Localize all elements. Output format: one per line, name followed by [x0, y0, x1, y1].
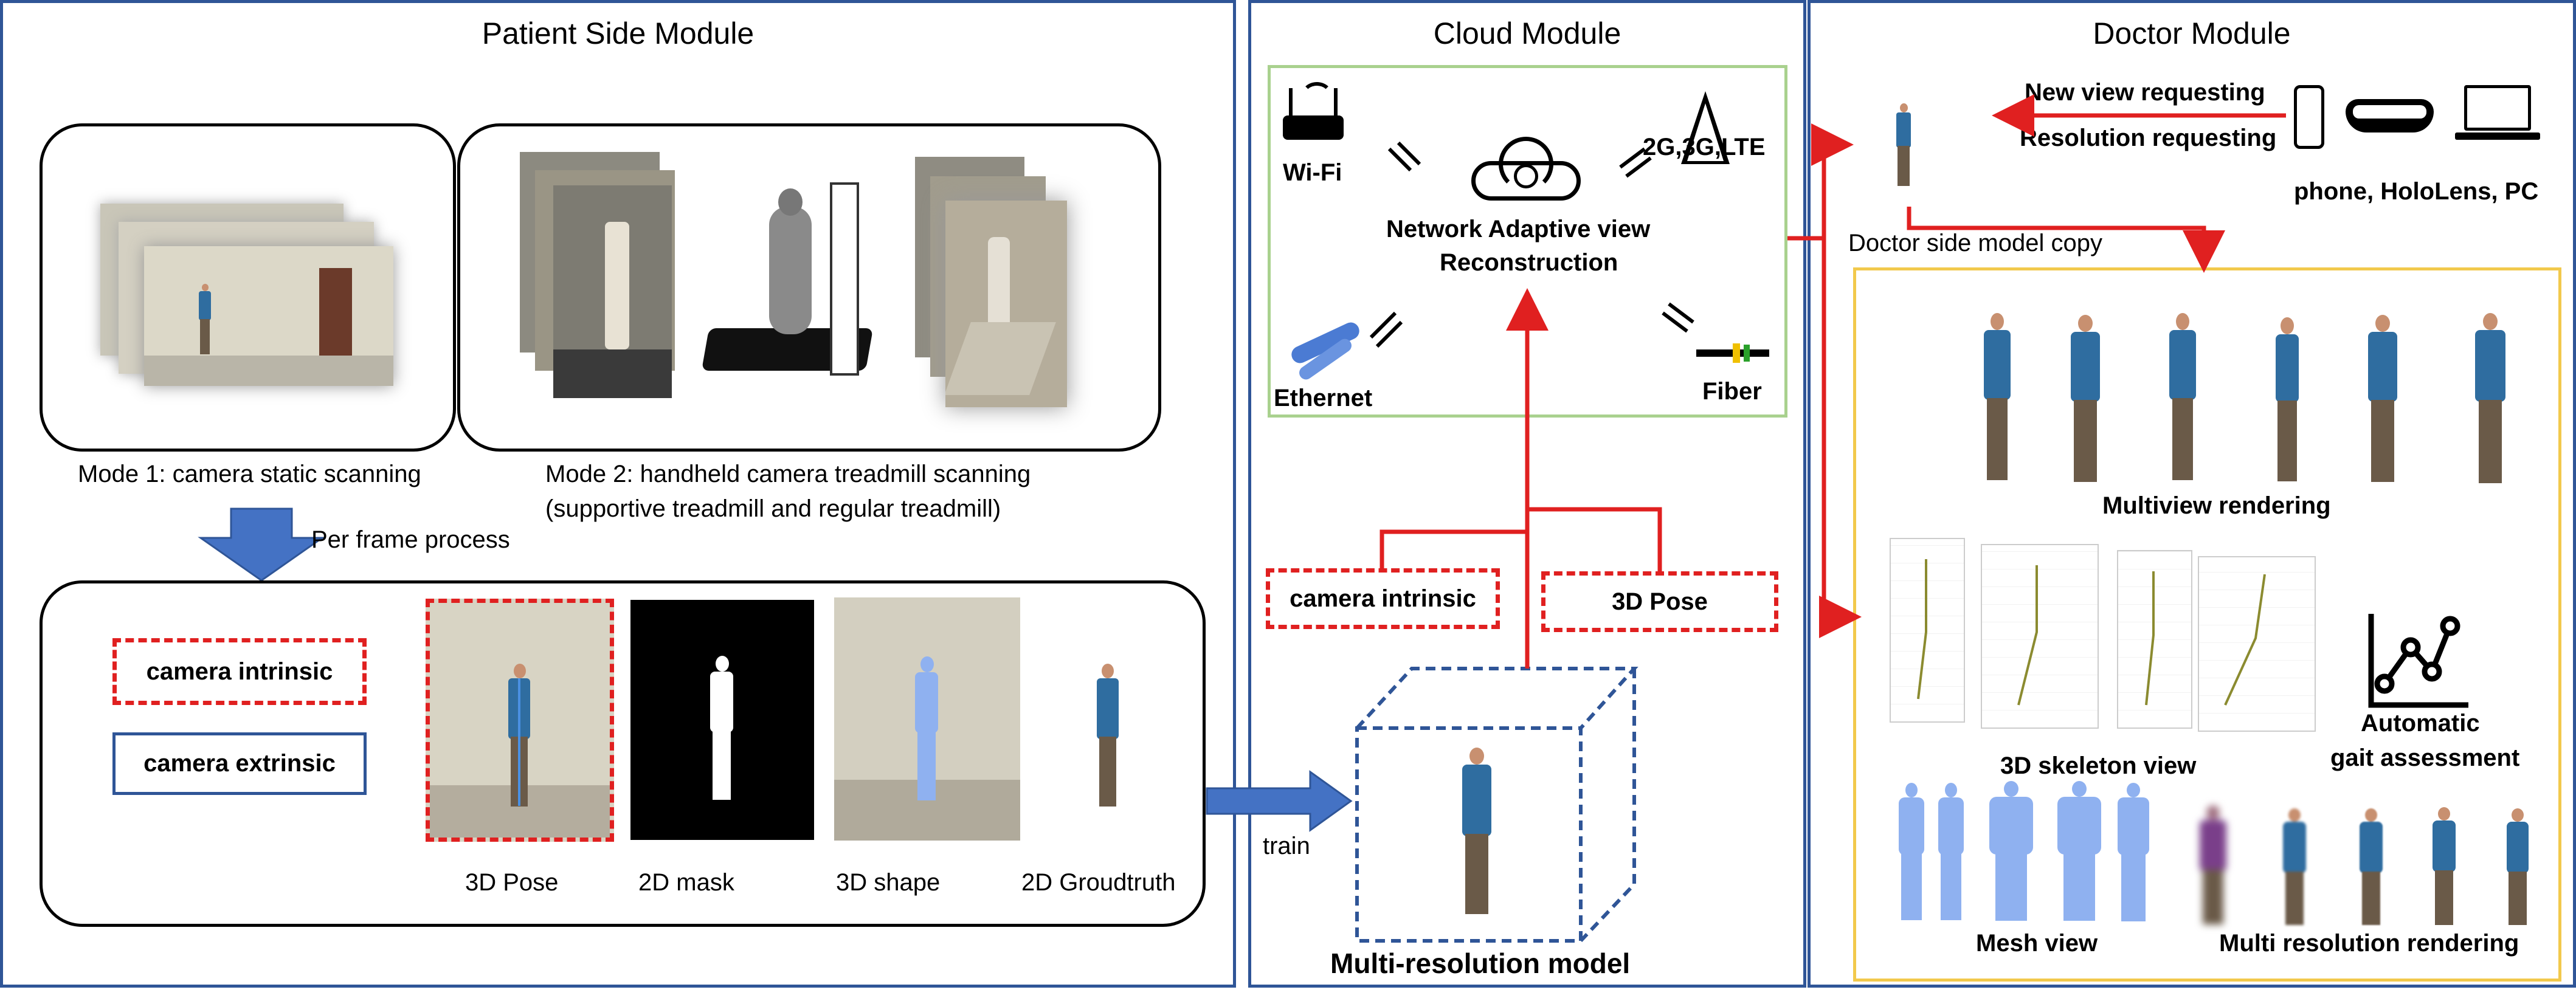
gait-assessment-line2: gait assessment	[2330, 745, 2520, 771]
mode1-box	[40, 123, 456, 452]
hololens-icon	[2346, 94, 2434, 137]
multires-render-4	[2431, 807, 2457, 927]
mode1-label: Mode 1: camera static scanning	[78, 461, 421, 487]
multires-render-3	[2358, 808, 2384, 927]
multiview-person-3	[2167, 313, 2198, 483]
skeleton-3	[2145, 571, 2155, 706]
mode1-person	[198, 284, 212, 357]
cellular-label: 2G,3G,LTE	[1643, 134, 1766, 160]
cloud-sync-icon	[1471, 137, 1581, 204]
thumb-2d-mask-silhouette	[708, 656, 735, 802]
skeleton-plot-4	[2198, 556, 2316, 732]
gait-assessment-line1: Automatic	[2361, 710, 2480, 737]
multiview-person-2	[2069, 315, 2102, 485]
cell-tower-icon	[1681, 91, 1730, 164]
mesh-figure-1	[1897, 783, 1926, 923]
doctor-module-title: Doctor Module	[2093, 16, 2291, 50]
multires-model-label: Multi-resolution model	[1330, 948, 1631, 979]
cloud-camera-intrinsic-box: camera intrinsic	[1266, 568, 1500, 629]
network-link-arrows	[1369, 141, 1694, 348]
mode1-frame-front	[144, 246, 393, 386]
treadmill-frame	[830, 182, 859, 376]
thumb-label-3d-shape: 3D shape	[836, 869, 941, 896]
skeleton-view-label: 3D skeleton view	[2000, 752, 2197, 779]
multiview-person-6	[2473, 313, 2507, 486]
per-frame-down-arrow	[198, 507, 325, 582]
cloud-module-title: Cloud Module	[1433, 16, 1621, 50]
thumb-3d-shape-mesh	[913, 656, 940, 802]
fiber-cable-icon	[1696, 337, 1769, 368]
skeleton-2	[2017, 565, 2038, 706]
laptop-icon	[2455, 85, 2540, 143]
multiview-person-1	[1982, 313, 2012, 483]
cloud-feed-arrows	[1380, 288, 1662, 669]
multires-render-1	[2198, 805, 2228, 927]
thumb-label-2d-mask: 2D mask	[638, 869, 734, 896]
fiber-label: Fiber	[1702, 378, 1762, 405]
phone-icon	[2294, 85, 2324, 149]
skeleton-1	[1917, 559, 1927, 700]
thumb-2d-groundtruth-person	[1094, 664, 1121, 810]
thumb-3d-shape	[834, 597, 1020, 841]
per-frame-box	[40, 580, 1206, 927]
mode2-photo-front	[553, 185, 672, 398]
doctor-model-copy-person	[1894, 103, 1913, 188]
mesh-figure-4	[2055, 781, 2104, 924]
cloud-to-doctor-arrows	[1787, 94, 2286, 638]
multiview-person-4	[2274, 317, 2301, 484]
mesh-figure-2	[1936, 783, 1966, 923]
network-adaptive-line2: Reconstruction	[1440, 249, 1618, 276]
cloud-3d-pose-box: 3D Pose	[1541, 571, 1778, 632]
mode2-label-line2: (supportive treadmill and regular treadm…	[545, 495, 1001, 522]
ethernet-label: Ethernet	[1274, 385, 1373, 411]
mesh-figure-3	[1987, 781, 2036, 924]
train-label: train	[1263, 833, 1310, 859]
mode1-floor	[144, 356, 393, 386]
thumb-3d-pose-person	[506, 664, 533, 810]
doctor-model-copy-label: Doctor side model copy	[1848, 230, 2102, 256]
multires-model-cube	[1355, 667, 1638, 943]
skeleton-4	[2224, 574, 2266, 706]
thumb-label-3d-pose: 3D Pose	[465, 869, 559, 896]
multires-model-person	[1459, 748, 1494, 918]
thumb-3d-pose	[426, 599, 614, 842]
resolution-requesting-label: Resolution requesting	[2020, 125, 2277, 151]
new-view-requesting-label: New view requesting	[2025, 79, 2265, 106]
mode2r-photo-front	[945, 201, 1067, 407]
per-frame-process-label: Per frame process	[311, 526, 510, 553]
patient-module-title: Patient Side Module	[482, 16, 754, 50]
thumb-label-2d-groundtruth: 2D Groudtruth	[1021, 869, 1176, 896]
robot-figure	[769, 207, 812, 334]
wifi-label: Wi-Fi	[1283, 159, 1342, 186]
multires-rendering-label: Multi resolution rendering	[2219, 930, 2519, 957]
robot-head	[778, 188, 803, 216]
mesh-view-label: Mesh view	[1976, 930, 2098, 957]
patient-camera-intrinsic-box: camera intrinsic	[112, 638, 367, 705]
network-adaptive-line1: Network Adaptive view	[1386, 216, 1651, 243]
mesh-figure-5	[2116, 783, 2151, 924]
patient-camera-extrinsic-box: camera extrinsic	[112, 732, 367, 795]
multires-render-5	[2505, 808, 2530, 927]
mode2-box	[457, 123, 1161, 452]
mode1-door	[319, 268, 352, 359]
wifi-router-icon	[1283, 82, 1344, 152]
train-arrow	[1206, 770, 1353, 832]
skeleton-plot-2	[1981, 544, 2099, 729]
mode2-label-line1: Mode 2: handheld camera treadmill scanni…	[545, 461, 1031, 487]
multires-render-2	[2281, 808, 2308, 927]
multiview-rendering-label: Multiview rendering	[2102, 492, 2331, 519]
multiview-person-5	[2366, 315, 2399, 485]
devices-label: phone, HoloLens, PC	[2294, 178, 2539, 205]
thumb-2d-mask	[630, 600, 814, 840]
gait-chart-icon	[2368, 614, 2468, 708]
